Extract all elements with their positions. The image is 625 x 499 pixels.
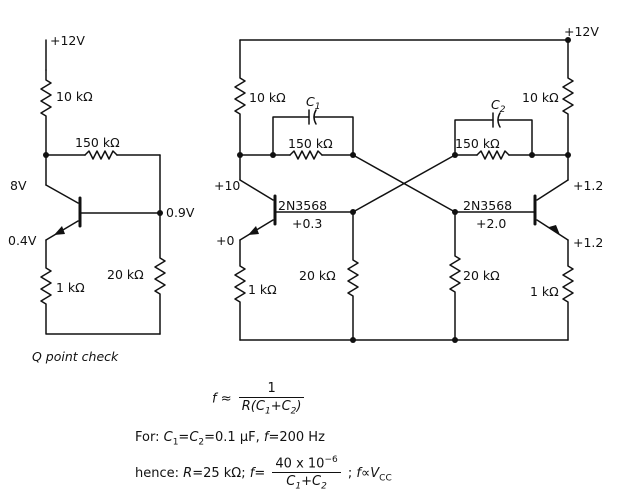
right-capacitor-label: C2: [491, 97, 506, 115]
right-base-resistor: [449, 211, 461, 341]
formula-approx: ≈: [220, 391, 232, 407]
right-cap-wire: [497, 119, 533, 156]
right-emitter-arrow: [549, 225, 560, 235]
right-cap-wire: [454, 119, 494, 156]
formula-f: f: [212, 391, 217, 407]
supply-label: +12V: [50, 33, 85, 48]
right-base-voltage: +2.0: [476, 216, 506, 231]
emitter-resistor-label: 1 kΩ: [56, 280, 85, 295]
fraction: 40 x 10−6 C1+C2: [272, 455, 341, 492]
q-point-circuit: +12V 10 kΩ 150 kΩ 8V 0.9V 0.4V 1 kΩ 20 k…: [8, 33, 195, 364]
transistor-collector: [45, 184, 79, 204]
right-transistor-emitter: [536, 219, 569, 241]
right-collector-voltage: +1.2: [573, 178, 603, 193]
left-cap-wire: [313, 116, 354, 156]
right-collector-resistor: [562, 39, 574, 156]
hence-result: hence: R=25 kΩ; f= 40 x 10−6 C1+C2 ; f∝V…: [135, 455, 392, 492]
feedback-resistor: [84, 150, 118, 160]
junction-dot: [452, 337, 458, 343]
emitter-voltage: 0.4V: [8, 233, 37, 248]
left-collector-voltage: +10: [214, 178, 240, 193]
left-collector-resistor-label: 10 kΩ: [249, 90, 286, 105]
cross-wire: [352, 154, 456, 213]
right-feedback-resistor-label: 150 kΩ: [455, 136, 500, 151]
feedback-resistor-label: 150 kΩ: [75, 135, 120, 150]
right-base-resistor-label: 20 kΩ: [463, 268, 500, 283]
multivibrator-circuit: +12V 10 kΩ 150 kΩ C1 +10 2N3568 +0.3 +0 …: [214, 24, 603, 343]
left-base-resistor: [347, 211, 359, 341]
left-emitter-arrow: [248, 226, 259, 235]
base-resistor: [154, 212, 166, 335]
base-voltage: 0.9V: [166, 205, 195, 220]
for-label: For:: [135, 430, 160, 445]
base-resistor-label: 20 kΩ: [107, 267, 144, 282]
fraction-numerator: 1: [238, 381, 305, 398]
for-condition: For: C1=C2=0.1 μF, f=200 Hz: [135, 430, 325, 448]
left-feedback-resistor: [289, 150, 323, 160]
left-transistor-label: 2N3568: [278, 198, 327, 213]
junction-dot: [350, 337, 356, 343]
right-feedback-resistor: [476, 150, 510, 160]
fraction-denominator: R(C1+C2): [241, 399, 302, 417]
right-emitter-resistor-label: 1 kΩ: [530, 284, 559, 299]
right-transistor-label: 2N3568: [463, 198, 512, 213]
left-base-resistor-label: 20 kΩ: [299, 268, 336, 283]
frequency-formula: f ≈ 1 R(C1+C2): [212, 381, 307, 417]
fraction-denominator: C1+C2: [286, 474, 327, 492]
fraction: 1 R(C1+C2): [238, 381, 305, 417]
left-emitter-resistor: [234, 239, 246, 341]
left-base-voltage: +0.3: [292, 216, 322, 231]
left-cap-wire: [272, 116, 310, 156]
collector-resistor: [40, 69, 52, 156]
right-emitter-voltage: +1.2: [573, 235, 603, 250]
collector-voltage: 8V: [10, 178, 27, 193]
left-emitter-resistor-label: 1 kΩ: [248, 282, 277, 297]
q-point-caption: Q point check: [32, 349, 119, 364]
supply-label: +12V: [564, 24, 599, 39]
emitter-resistor: [40, 239, 161, 335]
left-capacitor-label: C1: [306, 94, 320, 112]
right-collector-resistor-label: 10 kΩ: [522, 90, 559, 105]
left-emitter-voltage: +0: [216, 233, 234, 248]
left-feedback-resistor-label: 150 kΩ: [288, 136, 333, 151]
emitter-arrow: [54, 226, 65, 235]
collector-resistor-label: 10 kΩ: [56, 89, 93, 104]
fraction-numerator: 40 x 10−6: [272, 455, 341, 474]
right-emitter-resistor: [562, 239, 574, 341]
right-transistor-collector: [536, 179, 569, 201]
left-transistor-collector: [239, 179, 274, 201]
hence-label: hence:: [135, 465, 180, 481]
left-collector-resistor: [234, 39, 246, 156]
